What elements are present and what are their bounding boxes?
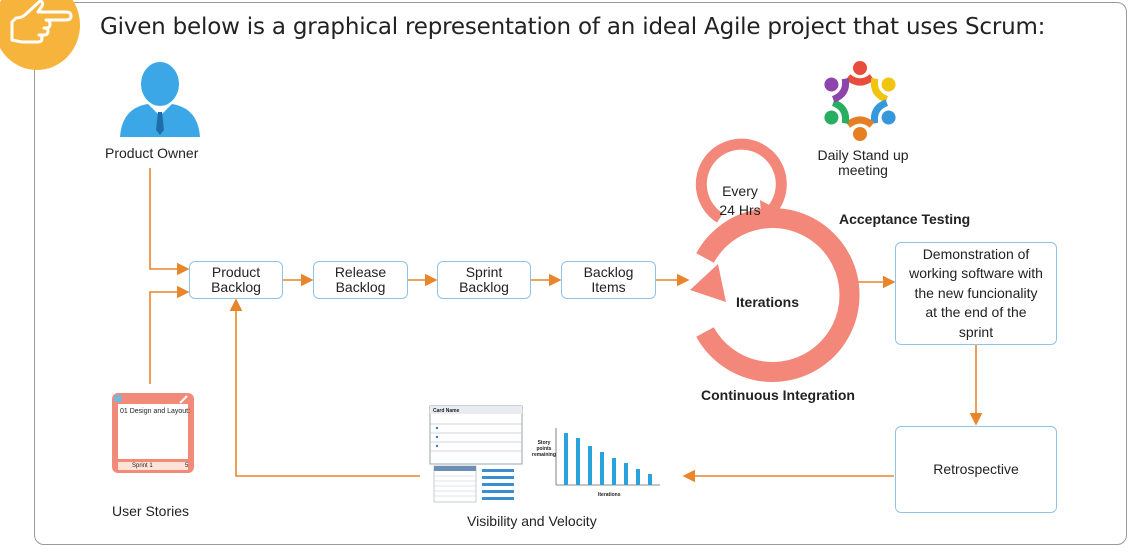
chart-ylabel-1: Story bbox=[537, 440, 551, 446]
story-card-heading: 01 Design and Layout: bbox=[120, 408, 191, 415]
every-line2: 24 Hrs bbox=[719, 202, 761, 218]
user-stories-label: User Stories bbox=[112, 503, 190, 519]
business-person-icon bbox=[120, 62, 200, 137]
product-backlog-line1: Product bbox=[211, 264, 261, 280]
demonstration-box: Demonstration of working software with t… bbox=[895, 242, 1057, 345]
iteration-cycle bbox=[696, 208, 860, 382]
arrow-stories-to-backlog bbox=[149, 285, 190, 384]
sprint-backlog-line2: Backlog bbox=[459, 279, 509, 295]
chart-ylabel: Story points remaining bbox=[532, 440, 556, 458]
visibility-velocity-label: Visibility and Velocity bbox=[467, 513, 597, 529]
release-backlog-line2: Backlog bbox=[335, 279, 386, 295]
demo-line5: sprint bbox=[958, 323, 994, 340]
retrospective-box: Retrospective bbox=[895, 426, 1057, 513]
velocity-chart-icon bbox=[429, 405, 660, 503]
chart-ylabel-3: remaining bbox=[532, 452, 556, 458]
retrospective-label: Retrospective bbox=[933, 461, 1019, 477]
slide-title: Given below is a graphical representatio… bbox=[100, 14, 1046, 40]
demo-line4: at the end of the bbox=[925, 304, 1027, 321]
demo-line2: working software with bbox=[909, 265, 1043, 282]
demo-line1: Demonstration of bbox=[922, 245, 1030, 262]
pointing-hand-badge bbox=[0, 0, 80, 70]
daily-loop-arrow bbox=[695, 138, 787, 223]
backlog-items-line2: Items bbox=[591, 279, 626, 295]
story-card-icon bbox=[112, 393, 194, 473]
daily-standup-line2: meeting bbox=[838, 162, 888, 178]
backlog-items-line1: Backlog bbox=[583, 264, 634, 280]
demo-line3: the new funcionality bbox=[914, 284, 1038, 301]
arrow-velocity-to-backlog bbox=[229, 298, 420, 477]
every-24-hrs-label: Every 24 Hrs bbox=[710, 182, 770, 220]
product-backlog-line2: Backlog bbox=[211, 279, 261, 295]
arrow-owner-to-backlog bbox=[149, 168, 190, 276]
chart-ylabel-2: points bbox=[536, 446, 552, 452]
release-backlog-line1: Release bbox=[334, 264, 387, 280]
team-circle-icon bbox=[824, 61, 896, 141]
story-card-number: 5 bbox=[185, 463, 189, 469]
daily-standup-label: Daily Stand up meeting bbox=[814, 148, 912, 178]
iterations-label: Iterations bbox=[736, 294, 800, 310]
sprint-backlog-line1: Sprint bbox=[465, 264, 503, 280]
every-line1: Every bbox=[722, 183, 758, 199]
story-card-sprint: Sprint 1 bbox=[132, 463, 153, 469]
pointing-hand-icon bbox=[10, 0, 73, 44]
card-name-label: Card Name bbox=[433, 408, 460, 414]
chart-xlabel: Iterations bbox=[598, 492, 621, 498]
product-owner-label: Product Owner bbox=[105, 145, 199, 161]
acceptance-testing-label: Acceptance Testing bbox=[839, 211, 971, 227]
daily-standup-line1: Daily Stand up bbox=[817, 147, 909, 163]
continuous-integration-label: Continuous Integration bbox=[701, 387, 855, 403]
